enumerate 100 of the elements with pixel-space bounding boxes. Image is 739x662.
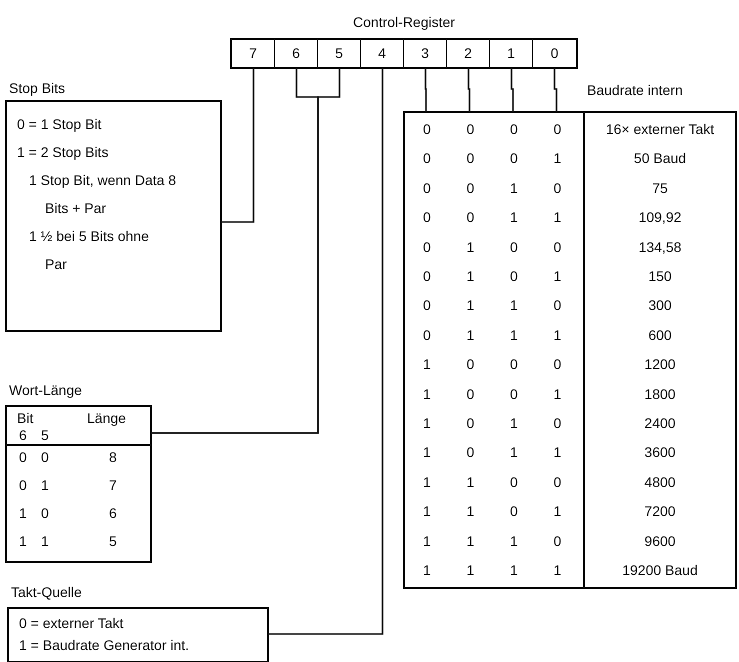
bit-cell: 1 [490, 40, 533, 67]
table-value: 1 [554, 209, 562, 226]
table-value: 1 [510, 562, 518, 578]
section-heading: Stop Bits [9, 80, 66, 96]
table-value: 1 [510, 326, 518, 343]
table-value: 1 [510, 180, 518, 196]
table-value: 9600 [643, 532, 677, 549]
table-value: 0 [554, 532, 562, 549]
bit-cell: 5 [318, 40, 361, 67]
table-value: 1800 [643, 386, 677, 402]
table-value: 0 [466, 209, 474, 226]
table-value: 0 [423, 180, 431, 196]
table-value: 1 [466, 562, 474, 578]
table-value: 4800 [643, 474, 677, 490]
table-value: 5 [109, 533, 117, 549]
table-value: 50 Baud [632, 150, 688, 166]
table-value: 0 [510, 474, 518, 490]
table-value: 1 [19, 505, 27, 521]
table-value: 1 [423, 444, 431, 460]
table-value: 0 [19, 477, 27, 493]
table-value: 1 [423, 356, 431, 372]
table-value: 0 [41, 449, 49, 465]
bit-cell: 4 [361, 40, 404, 67]
table-value: 0 [554, 180, 562, 196]
table-value: 0 [423, 121, 431, 137]
register-title: Control-Register [352, 14, 456, 30]
connector-line [424, 67, 427, 111]
column-heading: 6 [19, 427, 27, 443]
table-value: 0 [423, 150, 431, 166]
section-heading: Takt-Quelle [11, 584, 82, 600]
table-value: 1 [510, 297, 518, 314]
bit-cell: 0 [533, 40, 576, 67]
table-value: 0 [466, 444, 474, 460]
table-value: 1 [510, 415, 518, 431]
table-value: 1200 [643, 356, 677, 372]
table-value: 1 [554, 150, 562, 166]
table-value: 0 [423, 268, 431, 284]
bit-cell: 7 [232, 40, 275, 67]
table-value: 1 [466, 238, 474, 255]
table-value: 1 [554, 503, 562, 520]
table-value: 7 [109, 477, 117, 493]
table-value: 19200 Baud [621, 562, 699, 578]
table-value: 1 [423, 562, 431, 578]
table-value: 1 [423, 386, 431, 402]
connector-line [269, 67, 384, 635]
section-heading: Wort-Länge [9, 382, 82, 398]
table-value: 134,58 [638, 238, 682, 255]
table-value: 1 [423, 474, 431, 490]
option-text: 1 Stop Bit, wenn Data 8 Bits + Par [29, 171, 178, 218]
table-value: 1 [510, 444, 518, 460]
option-text: 1 = 2 Stop Bits [17, 144, 108, 160]
connector-line [510, 67, 514, 111]
table-value: 1 [554, 386, 562, 402]
table-value: 0 [466, 356, 474, 372]
table-value: 0 [554, 238, 562, 255]
table-value: 1 [466, 268, 474, 284]
table-value: 1 [554, 326, 562, 343]
table-value: 0 [466, 415, 474, 431]
table-value: 0 [554, 415, 562, 431]
table-value: 8 [109, 449, 117, 465]
option-text: 0 = 1 Stop Bit [17, 116, 102, 132]
table-value: 0 [466, 180, 474, 196]
table-value: 0 [466, 150, 474, 166]
table-value: 1 [466, 326, 474, 343]
table-value: 16× externer Takt [604, 121, 716, 137]
table-value: 0 [510, 150, 518, 166]
table-value: 0 [510, 238, 518, 255]
table-value: 75 [651, 180, 669, 196]
table-value: 150 [647, 268, 673, 284]
table-value: 0 [510, 356, 518, 372]
table-value: 1 [466, 297, 474, 314]
table-value: 0 [423, 297, 431, 314]
connector-line [468, 67, 470, 111]
table-value: 6 [109, 505, 117, 521]
table-value: 0 [19, 449, 27, 465]
bit-cell: 6 [275, 40, 318, 67]
connector-line [222, 67, 254, 223]
bit-cell: 2 [447, 40, 490, 67]
bit-cell: 3 [404, 40, 447, 67]
option-text: 1 ½ bei 5 Bits ohne Par [29, 227, 150, 274]
table-value: 1 [423, 503, 431, 520]
column-heading: Länge [87, 410, 126, 426]
table-value: 0 [510, 268, 518, 284]
table-value: 1 [554, 562, 562, 578]
table-value: 0 [554, 474, 562, 490]
table-value: 1 [466, 474, 474, 490]
table-value: 0 [510, 503, 518, 520]
table-value: 1 [41, 477, 49, 493]
table-value: 1 [510, 209, 518, 226]
column-heading: Bit [17, 410, 34, 426]
table-value: 600 [647, 326, 673, 343]
table-value: 7200 [643, 503, 677, 520]
table-value: 1 [41, 533, 49, 549]
table-value: 1 [423, 532, 431, 549]
table-value: 1 [554, 444, 562, 460]
table-value: 0 [41, 505, 49, 521]
table-value: 1 [554, 268, 562, 284]
option-text: 0 = externer Takt [19, 615, 124, 631]
connector-line [554, 67, 558, 111]
table-value: 0 [466, 121, 474, 137]
